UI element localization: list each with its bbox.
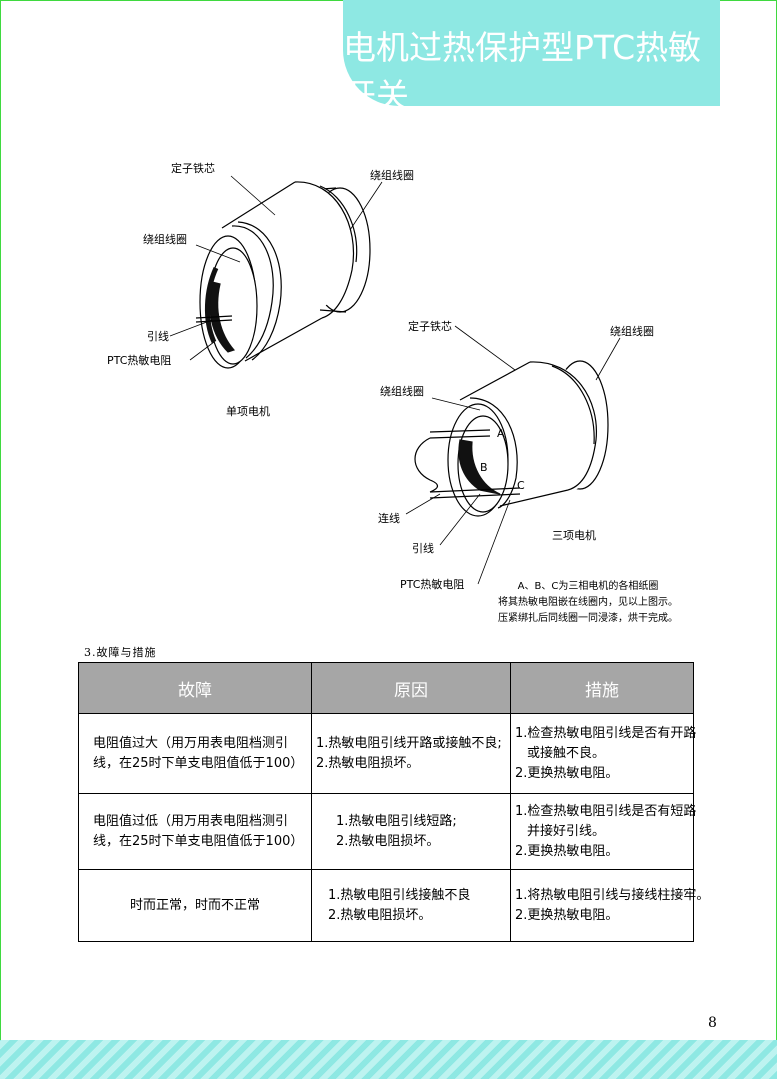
label-connecting-wire: 连线 xyxy=(378,512,400,525)
cause-item: 1.热敏电阻引线短路; xyxy=(336,813,457,829)
title-banner: 电机过热保护型PTC热敏开关 xyxy=(343,0,720,115)
note-line: A、B、C为三相电机的各相纸圈 xyxy=(517,581,659,592)
remedy-item: 1.检查热敏电阻引线是否有短路 xyxy=(515,803,697,819)
caption-single-phase-motor: 单项电机 xyxy=(226,405,270,418)
cause-cell: 1.热敏电阻引线接触不良 2.热敏电阻损坏。 xyxy=(311,869,511,942)
label-point-c: C xyxy=(517,479,525,492)
label-winding-coil-inner-2: 绕组线圈 xyxy=(380,385,424,398)
cause-item: 2.热敏电阻损坏。 xyxy=(336,833,440,849)
installation-note: A、B、C为三相电机的各相纸圈 将其热敏电阻嵌在线圈内，见以上图示。 压紧绑扎后… xyxy=(498,579,678,627)
remedy-cell: 1.检查热敏电阻引线是否有短路 并接好引线。 2.更换热敏电阻。 xyxy=(510,793,697,870)
header-fault: 故障 xyxy=(78,662,312,714)
label-stator-core-1: 定子铁芯 xyxy=(171,162,215,175)
label-winding-coil-inner-1: 绕组线圈 xyxy=(143,233,187,246)
cause-item: 1.热敏电阻引线接触不良 xyxy=(328,887,471,903)
fault-table: 故障 原因 措施 电阻值过大（用万用表电阻档测引线，在25时下单支电阻值低于10… xyxy=(78,662,710,942)
cause-cell: 1.热敏电阻引线短路; 2.热敏电阻损坏。 xyxy=(311,793,511,870)
page-title: 电机过热保护型PTC热敏开关 xyxy=(343,28,702,115)
header-cause: 原因 xyxy=(311,662,511,714)
remedy-item: 2.更换热敏电阻。 xyxy=(515,765,619,781)
remedy-item: 1.将热敏电阻引线与接线柱接牢。 xyxy=(515,887,710,903)
header-remedy: 措施 xyxy=(510,662,694,714)
label-point-b: B xyxy=(480,461,488,474)
remedy-item: 2.更换热敏电阻。 xyxy=(515,843,619,859)
section-heading: 3.故障与措施 xyxy=(84,646,157,659)
label-ptc-thermistor-2: PTC热敏电阻 xyxy=(400,578,465,591)
cause-item: 2.热敏电阻损坏。 xyxy=(328,907,432,923)
three-phase-motor-drawing xyxy=(405,325,621,585)
label-winding-coil-outer-2: 绕组线圈 xyxy=(610,325,654,338)
fault-cell: 时而正常，时而不正常 xyxy=(78,869,312,942)
single-phase-motor-drawing xyxy=(169,175,383,369)
label-lead-wire-2: 引线 xyxy=(412,542,434,555)
remedy-item: 2.更换热敏电阻。 xyxy=(515,907,619,923)
label-stator-core-2: 定子铁芯 xyxy=(408,320,452,333)
note-line: 压紧绑扎后同线圈一同浸漆，烘干完成。 xyxy=(498,613,678,624)
cause-item: 1.热敏电阻引线开路或接触不良; xyxy=(316,735,502,751)
remedy-cell: 1.检查热敏电阻引线是否有开路 或接触不良。 2.更换热敏电阻。 xyxy=(510,713,697,794)
note-line: 将其热敏电阻嵌在线圈内，见以上图示。 xyxy=(498,597,678,608)
label-ptc-thermistor-1: PTC热敏电阻 xyxy=(107,354,172,367)
label-lead-wire-1: 引线 xyxy=(147,330,169,343)
remedy-item: 1.检查热敏电阻引线是否有开路 xyxy=(515,725,697,741)
label-winding-coil-outer-1: 绕组线圈 xyxy=(370,169,414,182)
table-header-row: 故障 原因 措施 xyxy=(78,662,694,714)
page-number: 8 xyxy=(708,1015,717,1031)
footer-stripe xyxy=(0,1040,777,1079)
cause-item: 2.热敏电阻损坏。 xyxy=(316,755,420,771)
fault-cell: 电阻值过低（用万用表电阻档测引线，在25时下单支电阻值低于100） xyxy=(78,793,312,870)
table-row: 时而正常，时而不正常 1.热敏电阻引线接触不良 2.热敏电阻损坏。 1.将热敏电… xyxy=(78,869,710,942)
table-row: 电阻值过低（用万用表电阻档测引线，在25时下单支电阻值低于100） 1.热敏电阻… xyxy=(78,793,697,870)
remedy-item: 或接触不良。 xyxy=(527,745,606,761)
fault-cell: 电阻值过大（用万用表电阻档测引线，在25时下单支电阻值低于100） xyxy=(78,713,312,794)
remedy-cell: 1.将热敏电阻引线与接线柱接牢。 2.更换热敏电阻。 xyxy=(510,869,710,942)
label-point-a: A xyxy=(497,427,505,440)
motor-diagrams xyxy=(169,175,621,585)
remedy-item: 并接好引线。 xyxy=(527,823,606,839)
cause-cell: 1.热敏电阻引线开路或接触不良; 2.热敏电阻损坏。 xyxy=(311,713,511,794)
caption-three-phase-motor: 三项电机 xyxy=(552,529,596,542)
table-row: 电阻值过大（用万用表电阻档测引线，在25时下单支电阻值低于100） 1.热敏电阻… xyxy=(78,713,697,794)
